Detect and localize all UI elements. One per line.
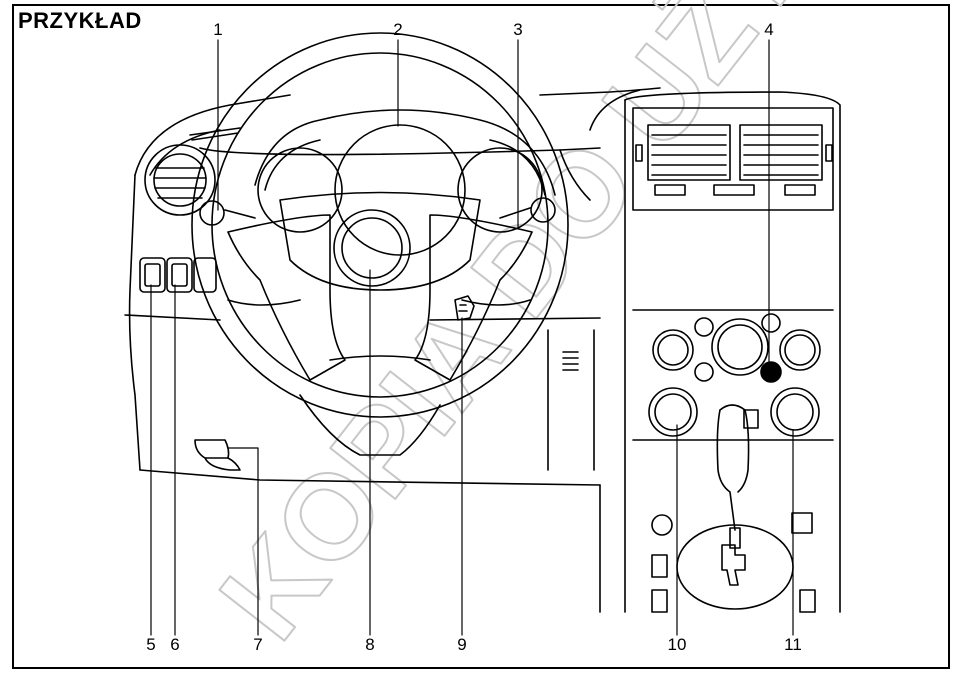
center-console <box>624 91 841 613</box>
hood-release-lever <box>194 439 241 471</box>
leader-7 <box>227 447 259 636</box>
callout-2: 2 <box>393 20 402 39</box>
ignition-switch <box>454 295 475 321</box>
callout-4: 4 <box>764 20 773 39</box>
steering-wheel <box>191 32 569 418</box>
callout-8: 8 <box>365 635 374 654</box>
figure-title: PRZYKŁAD <box>18 8 142 33</box>
instrument-cluster <box>254 109 556 256</box>
dashboard-outline <box>124 87 661 613</box>
callout-10: 10 <box>668 635 687 654</box>
callout-7: 7 <box>253 635 262 654</box>
callout-9: 9 <box>457 635 466 654</box>
callout-1: 1 <box>213 20 222 39</box>
switch-panel <box>139 257 217 293</box>
callout-5: 5 <box>146 635 155 654</box>
callout-labels: 1 2 3 4 5 6 7 8 9 10 11 <box>146 20 802 654</box>
callout-3: 3 <box>513 20 522 39</box>
callout-6: 6 <box>170 635 179 654</box>
figure-frame <box>12 4 950 669</box>
callout-11: 11 <box>784 635 802 654</box>
control-stalks <box>199 197 556 226</box>
callout-leaders <box>150 39 794 636</box>
climate-controls <box>648 313 821 437</box>
left-air-vent <box>144 144 216 216</box>
